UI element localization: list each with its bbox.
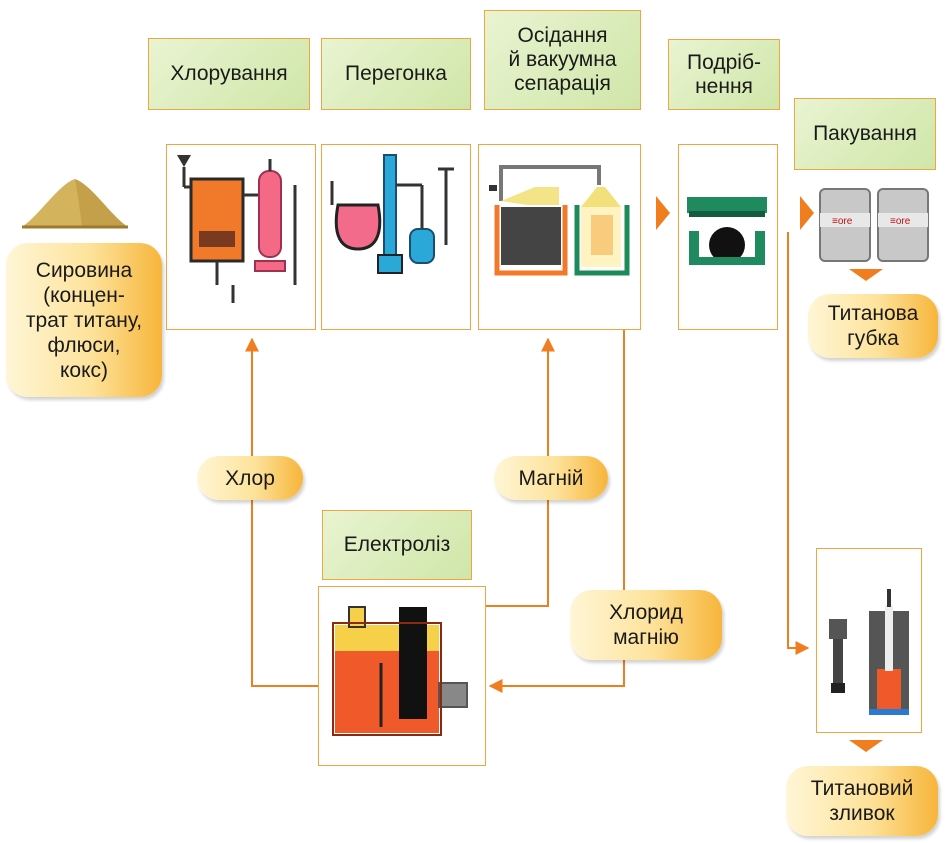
crushing-box: [678, 144, 778, 330]
magnesium-return-line: [486, 337, 555, 607]
chlorination-box: [166, 144, 316, 330]
raw-material-pill: Сировина (концен- трат титану, флюси, ко…: [6, 243, 162, 397]
electrolysis-box: [318, 586, 486, 766]
stage-label-settling: Осідання й вакуумна сепарація: [484, 10, 641, 110]
vacuum-arc-furnace-icon: [829, 589, 909, 715]
stage-label-packing: Пакування: [794, 98, 936, 170]
stage-label-electrolysis: Електроліз: [322, 510, 472, 580]
titanium-ingot-pill: Титановий зливок: [786, 766, 938, 836]
distillation-box: [321, 144, 471, 330]
svg-text:≡ore: ≡ore: [832, 216, 853, 227]
ore-pile-icon: [22, 179, 128, 229]
chlorine-return-line: [245, 337, 318, 687]
settling-box: [478, 144, 641, 330]
chlorine-pill: Хлор: [197, 456, 303, 500]
melting-box: [816, 548, 922, 733]
stage-label-distillation: Перегонка: [321, 38, 471, 110]
mg-chloride-pill: Хлорид магнію: [570, 590, 722, 660]
ingot-branch-line: [787, 232, 810, 655]
drums-icon: ≡ore ≡ore: [819, 188, 929, 262]
chlorination-reactor-icon: [177, 155, 297, 303]
mg-chloride-line: [488, 330, 625, 693]
vacuum-separation-retorts-icon: [489, 165, 630, 276]
titanium-sponge-pill: Титанова губка: [808, 294, 938, 358]
magnesium-pill: Магній: [494, 456, 608, 500]
electrolysis-cell-icon: [332, 606, 468, 736]
arrow-to-ingot: [849, 740, 883, 752]
stage-label-chlorination: Хлорування: [148, 38, 310, 110]
svg-text:≡ore: ≡ore: [890, 216, 911, 227]
arrow-to-crushing: [656, 196, 670, 230]
press-crusher-icon: [687, 197, 767, 265]
stage-label-crushing: Подріб- нення: [668, 39, 780, 110]
distillation-flasks-icon: [330, 154, 454, 274]
arrow-to-packing: [800, 196, 814, 230]
arrow-to-sponge: [849, 269, 883, 281]
